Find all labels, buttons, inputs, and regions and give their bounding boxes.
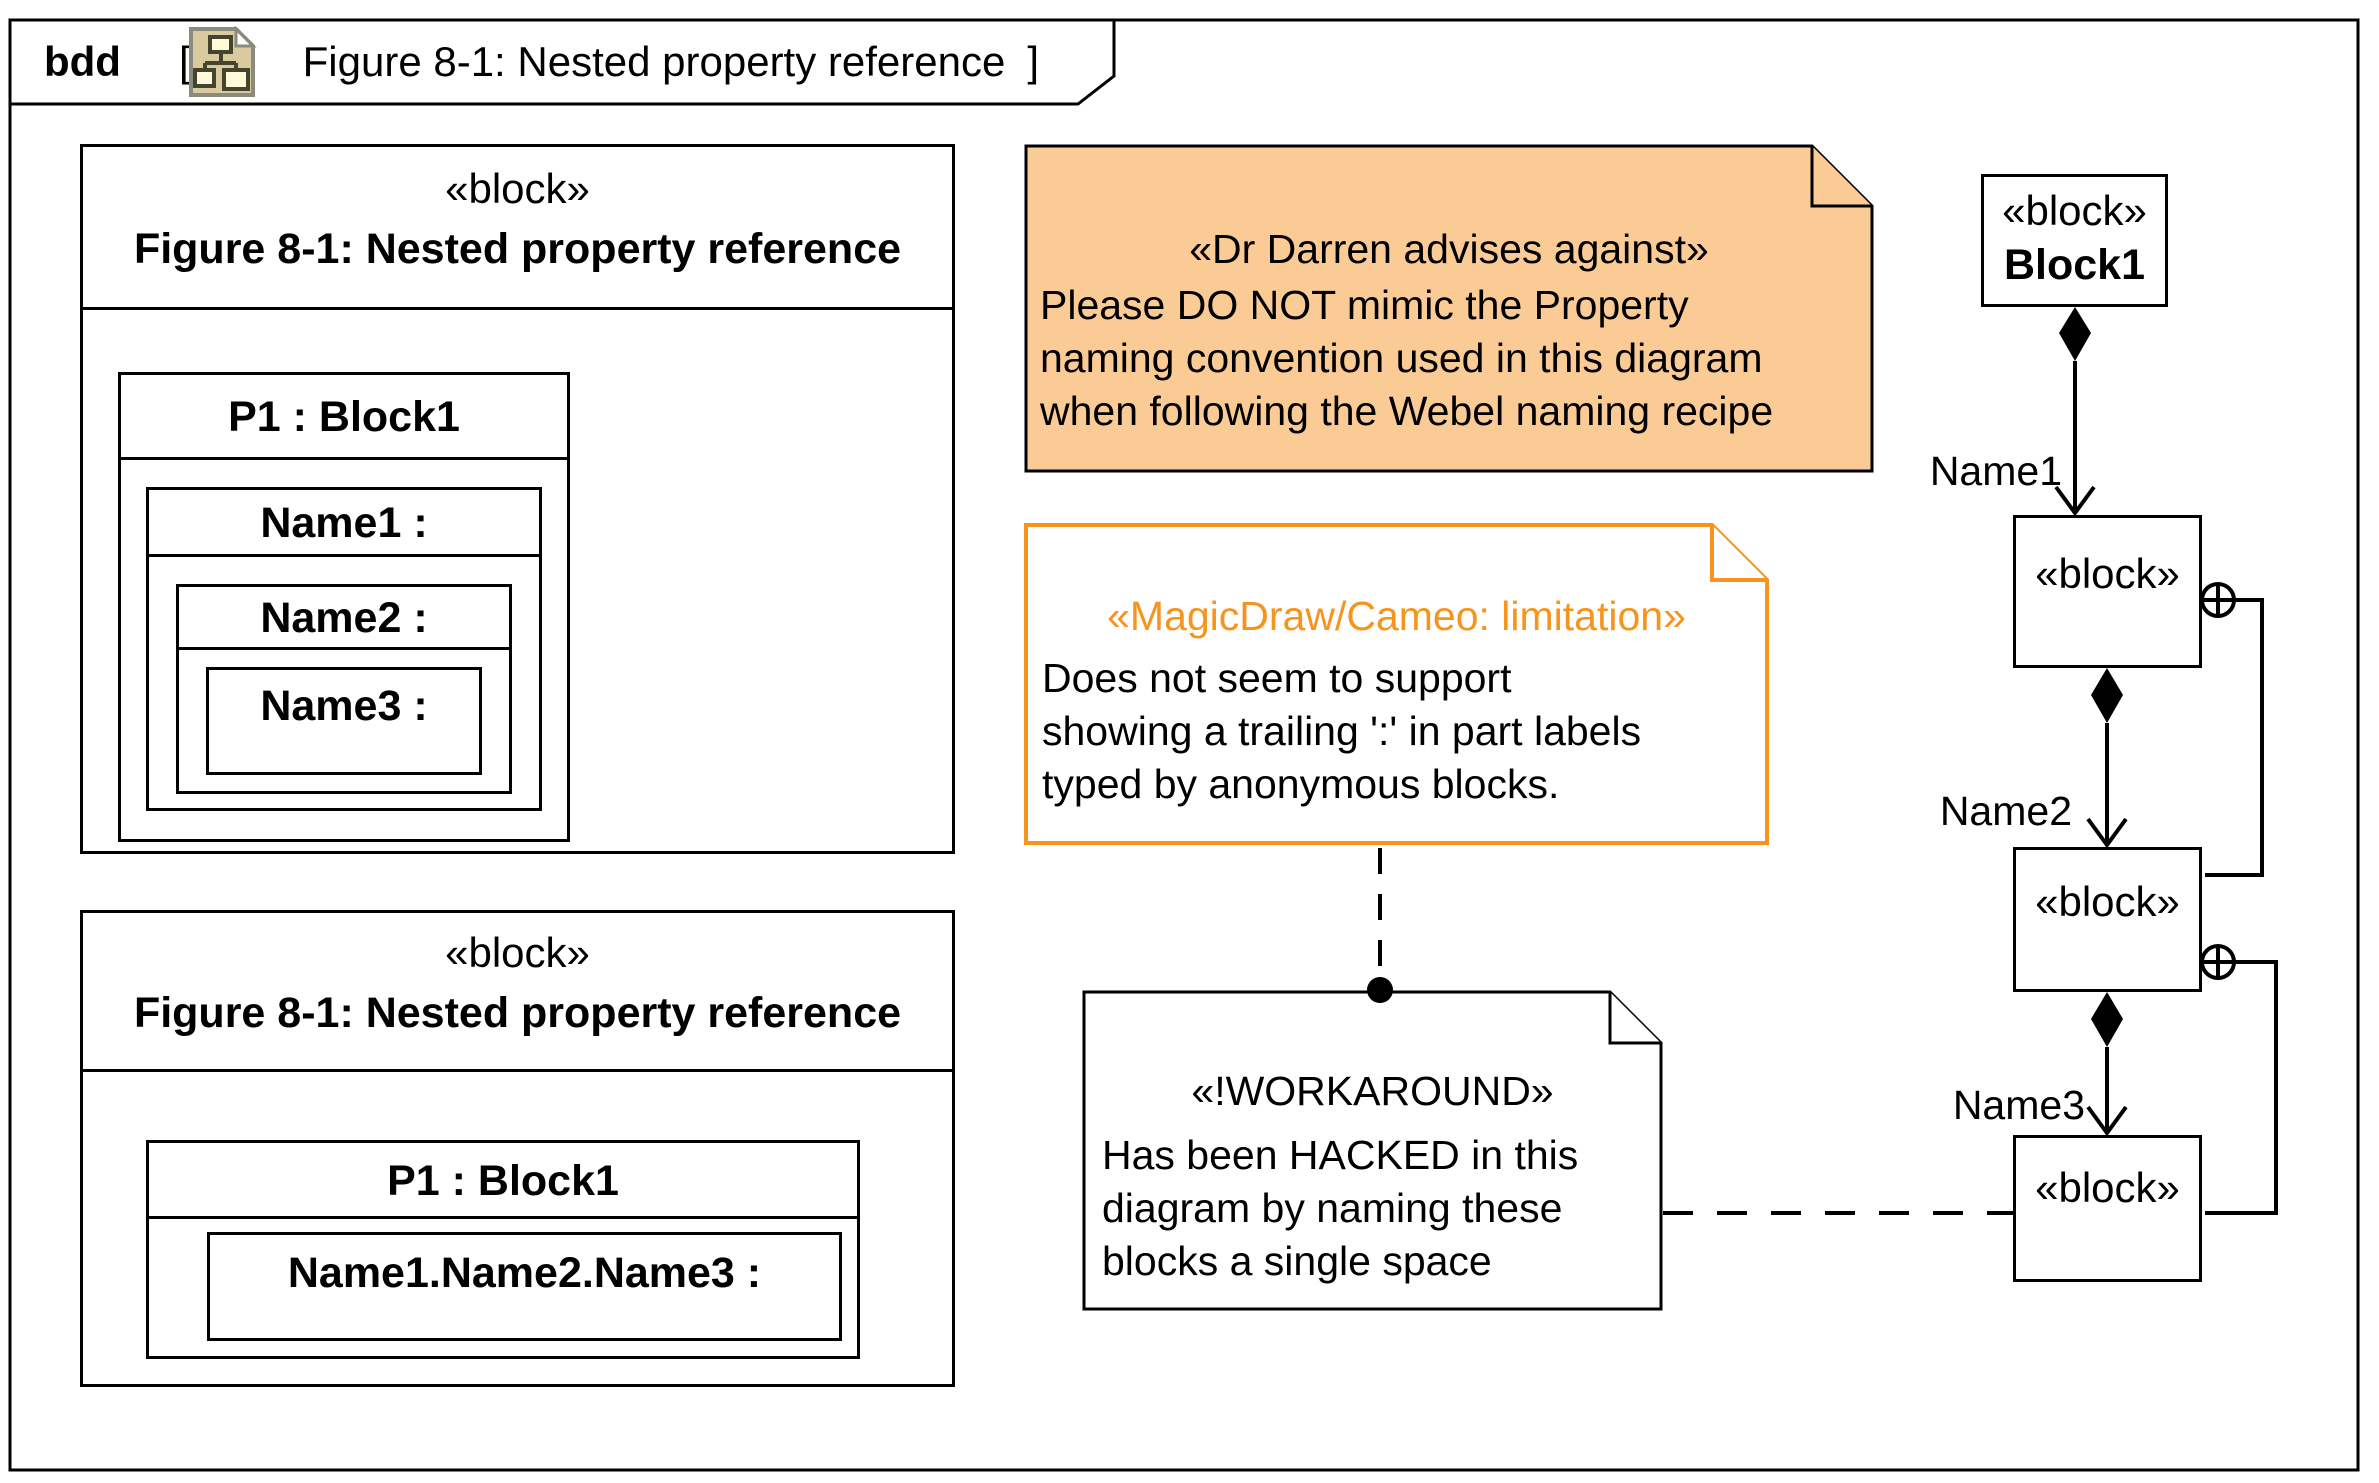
note-line: Does not seem to support bbox=[1042, 655, 1512, 701]
edge-label-name3[interactable]: Name3 bbox=[1952, 1082, 2085, 1128]
note-line: blocks a single space bbox=[1102, 1238, 1492, 1284]
part-name2-name: Name2 : bbox=[179, 587, 509, 650]
edge-label-name2[interactable]: Name2 bbox=[1939, 788, 2072, 834]
note-line: showing a trailing ':' in part labels bbox=[1042, 708, 1642, 754]
block-name: Block1 bbox=[2003, 241, 2145, 289]
block-name: Figure 8-1: Nested property reference bbox=[133, 225, 902, 273]
block-stereotype: «block» bbox=[2035, 550, 2180, 597]
block-anon-2[interactable]: «block» bbox=[2013, 847, 2202, 992]
block-stereotype: «block» bbox=[2002, 187, 2147, 234]
block-header: «block» Figure 8-1: Nested property refe… bbox=[83, 913, 952, 1072]
block-block1[interactable]: «block» Block1 bbox=[1981, 174, 2168, 307]
part-p1-flat[interactable]: P1 : Block1 Name1.Name2.Name3 : bbox=[146, 1140, 860, 1359]
note-stereotype: «MagicDraw/Cameo: limitation» bbox=[1107, 593, 1686, 639]
block-stereotype: «block» bbox=[445, 165, 590, 212]
note-dr-darren-advises-against[interactable]: «Dr Darren advises against» Please DO NO… bbox=[1024, 144, 1874, 473]
frame-name-tab: bdd [ Figure 8-1: Nested property refere… bbox=[10, 20, 1114, 104]
note-stereotype: «Dr Darren advises against» bbox=[1189, 226, 1709, 272]
frame-title: Figure 8-1: Nested property reference bbox=[302, 38, 1006, 85]
frame-kind-label: bdd bbox=[44, 38, 121, 85]
block-nested-property-reference[interactable]: «block» Figure 8-1: Nested property refe… bbox=[80, 144, 955, 854]
note-line: when following the Webel naming recipe bbox=[1040, 388, 1774, 434]
part-name1-name2-name3[interactable]: Name1.Name2.Name3 : bbox=[207, 1232, 842, 1341]
part-name1-name: Name1 : bbox=[149, 490, 539, 557]
note-line: Has been HACKED in this bbox=[1102, 1132, 1579, 1178]
block-header: «block» Figure 8-1: Nested property refe… bbox=[83, 147, 952, 310]
note-stereotype: «!WORKAROUND» bbox=[1191, 1068, 1554, 1114]
part-p1[interactable]: P1 : Block1 Name1 : Name2 : Name3 : bbox=[118, 372, 570, 842]
frame-close-bracket: ] bbox=[1027, 38, 1039, 85]
part-name1[interactable]: Name1 : Name2 : Name3 : bbox=[146, 487, 542, 811]
part-p1-flat-name: P1 : Block1 bbox=[149, 1143, 857, 1219]
block-stereotype: «block» bbox=[2035, 1164, 2180, 1211]
block-name: Figure 8-1: Nested property reference bbox=[133, 989, 902, 1037]
block-anon-1[interactable]: «block» bbox=[2013, 515, 2202, 668]
note-workaround[interactable]: «!WORKAROUND» Has been HACKED in this di… bbox=[1082, 990, 1663, 1311]
note-line: naming convention used in this diagram bbox=[1040, 335, 1763, 381]
block-nested-property-reference-flat[interactable]: «block» Figure 8-1: Nested property refe… bbox=[80, 910, 955, 1387]
note-line: typed by anonymous blocks. bbox=[1042, 761, 1560, 807]
part-name2[interactable]: Name2 : Name3 : bbox=[176, 584, 512, 794]
block-anon-3[interactable]: «block» bbox=[2013, 1135, 2202, 1282]
note-magicdraw-cameo-limitation[interactable]: «MagicDraw/Cameo: limitation» Does not s… bbox=[1024, 523, 1769, 845]
block-stereotype: «block» bbox=[445, 929, 590, 976]
block-stereotype: «block» bbox=[2035, 878, 2180, 925]
note-line: diagram by naming these bbox=[1102, 1185, 1563, 1231]
bdd-diagram-icon bbox=[186, 26, 258, 98]
note-line: Please DO NOT mimic the Property bbox=[1040, 282, 1689, 328]
part-name3[interactable]: Name3 : bbox=[206, 667, 482, 775]
part-p1-name: P1 : Block1 bbox=[121, 375, 567, 460]
